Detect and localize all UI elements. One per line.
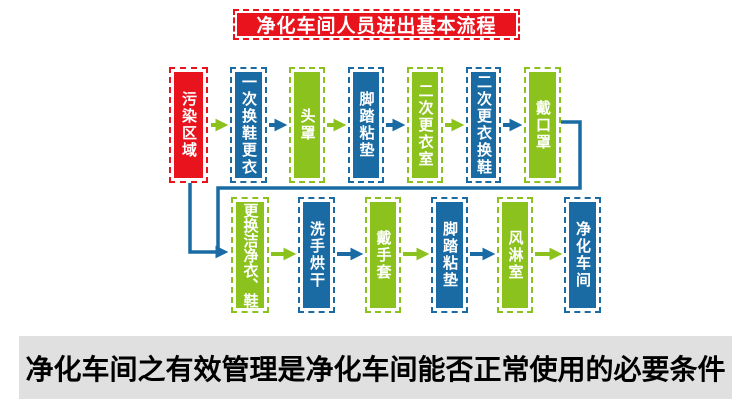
flow-step-second-change-shoes: 二次更衣换鞋 [466,67,501,183]
flow-step-foot-sticky-mat-1: 脚踏粘垫 [348,67,384,183]
flow-step-wash-dry-hands: 洗手烘干 [298,197,335,313]
flow-step-label: 一次换鞋更衣 [235,72,262,178]
flow-step-label: 洗手烘干 [303,202,330,308]
flow-step-label: 脚踏粘垫 [436,202,463,308]
flow-step-change-clean-clothes-shoes: 更换洁净衣、鞋 [231,197,269,313]
flow-step-first-shoe-clothes-change: 一次换鞋更衣 [230,67,267,183]
title-banner: 净化车间人员进出基本流程 [233,9,520,40]
flow-step-foot-sticky-mat-2: 脚踏粘垫 [431,197,468,313]
flow-step-label: 净化车间 [569,202,596,308]
flow-step-label: 更换洁净衣、鞋 [236,202,264,308]
flow-step-head-cover: 头罩 [289,67,325,183]
connector-mask-to-cleanclothes [216,120,582,252]
flow-step-label: 戴口罩 [529,72,556,178]
flow-step-label: 戴手套 [370,202,396,308]
flow-step-label: 风淋室 [502,202,528,308]
connector-polluted-to-cleanclothes [188,183,229,259]
flow-step-wear-mask: 戴口罩 [524,67,561,183]
flow-step-clean-workshop: 净化车间 [564,197,601,313]
page-title: 净化车间人员进出基本流程 [237,13,516,37]
flow-step-air-shower: 风淋室 [497,197,533,313]
flow-step-second-changing-room: 二次更衣室 [407,67,443,183]
flow-step-label: 二次更衣室 [412,72,438,178]
flow-step-wear-gloves: 戴手套 [365,197,401,313]
flow-step-label: 污染区域 [174,72,203,178]
flow-step-label: 头罩 [294,72,320,178]
flow-step-polluted-area: 污染区域 [169,67,208,183]
flow-step-label: 脚踏粘垫 [353,72,379,178]
footer-banner: 净化车间之有效管理是净化车间能否正常使用的必要条件 [19,336,732,399]
flow-step-label: 二次更衣换鞋 [471,72,496,178]
